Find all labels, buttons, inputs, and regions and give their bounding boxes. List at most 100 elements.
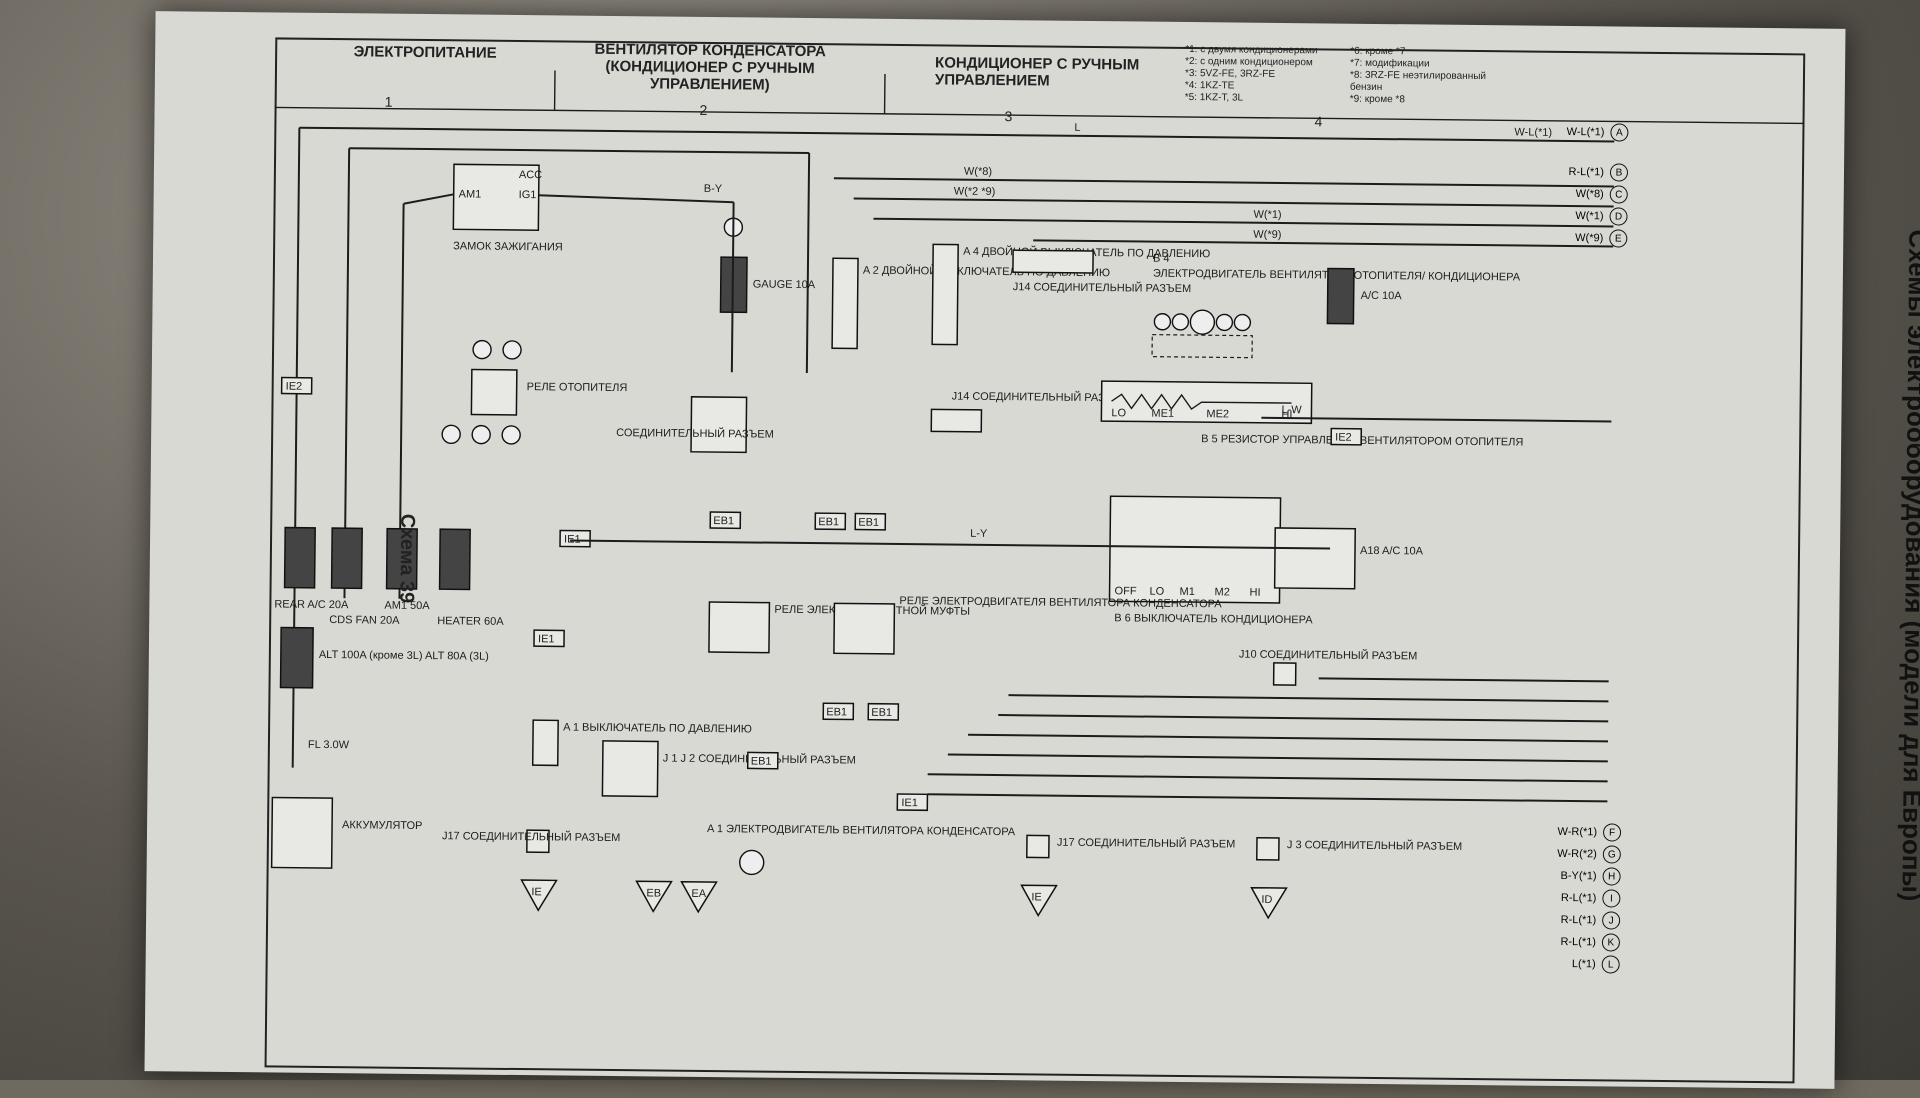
wire-tag-row: R-L(*1) K xyxy=(1526,931,1620,954)
j1j2-label: СОЕДИНИТЕЛЬНЫЙ РАЗЪЕМ xyxy=(616,426,774,441)
wire-tag-row: R-L(*1) I xyxy=(1526,887,1620,910)
wire-tag: L xyxy=(1602,955,1620,973)
wire-tag-row: W-R(*1) F xyxy=(1527,821,1621,844)
a1-switch-label: A 1 ВЫКЛЮЧАТЕЛЬ ПО ДАВЛЕНИЮ xyxy=(563,721,752,735)
wire-tag: C xyxy=(1610,185,1628,203)
wire-tag: G xyxy=(1603,845,1621,863)
ignition-switch-label: ЗАМОК ЗАЖИГАНИЯ xyxy=(453,240,563,253)
a1-pressure-switch xyxy=(533,720,558,765)
wire-tag-row: W(*1) D xyxy=(1533,205,1627,228)
magnetic-clutch-relay xyxy=(709,602,770,653)
connector-label: EB1 xyxy=(871,707,892,719)
connector-label: IE2 xyxy=(286,381,303,393)
a18-label: A18 A/C 10A xyxy=(1360,545,1424,558)
wire-tag: A xyxy=(1610,123,1628,141)
wire-color-label: W-R(*1) xyxy=(1527,826,1597,839)
wire-tag-row: L(*1) L xyxy=(1526,953,1620,976)
blower-motor xyxy=(1190,310,1214,334)
rear-ac-label: REAR A/C 20A xyxy=(274,598,349,611)
b5-label: B 5 РЕЗИСТОР УПРАВЛЕНИЯ ВЕНТИЛЯТОРОМ ОТО… xyxy=(1201,433,1523,448)
scheme-label: Схема 39 xyxy=(394,514,418,604)
connector-label: IE2 xyxy=(1335,432,1352,444)
j14-connector-top xyxy=(1013,250,1093,273)
wire-color-label: W-L(*1) xyxy=(1534,126,1604,139)
b4-label: B 4 xyxy=(1153,253,1170,265)
motor-terminal xyxy=(1234,314,1250,330)
ground-label: IE xyxy=(531,886,542,898)
wire-tag: J xyxy=(1602,911,1620,929)
alt-label: ALT 100A (кроме 3L) ALT 80A (3L) xyxy=(319,649,489,663)
connector-label: EB1 xyxy=(826,706,847,718)
a1-motor-label: A 1 ЭЛЕКТРОДВИГАТЕЛЬ ВЕНТИЛЯТОРА КОНДЕНС… xyxy=(707,823,1016,838)
connector-label: EB1 xyxy=(858,517,879,529)
alt-fuse xyxy=(281,628,314,688)
option-box xyxy=(1152,335,1252,358)
battery xyxy=(272,797,333,868)
connector-label: IE1 xyxy=(538,633,555,645)
wire-color-label: R-L(*1) xyxy=(1534,166,1604,179)
am1-label: AM1 xyxy=(459,188,482,200)
wire-tag: E xyxy=(1609,229,1627,247)
wire xyxy=(834,178,1614,186)
connector-pin xyxy=(442,425,460,443)
wire-tag: B xyxy=(1610,163,1628,181)
j17-connector-right xyxy=(1027,835,1049,857)
j3-connector xyxy=(1257,838,1279,860)
wire-tag-row: R-L(*1) B xyxy=(1534,161,1628,184)
a4-pressure-switch xyxy=(932,244,958,344)
motor-terminal xyxy=(1172,314,1188,330)
heater-relay-label: РЕЛЕ ОТОПИТЕЛЯ xyxy=(527,381,628,394)
ground-label: ID xyxy=(1261,894,1272,906)
fl-label: FL 3.0W xyxy=(308,739,350,751)
wire-tag: D xyxy=(1609,207,1627,225)
j1-j2-connector xyxy=(691,397,747,453)
connector-pin xyxy=(472,426,490,444)
heater-relay xyxy=(471,370,516,415)
switch-pos: LO xyxy=(1150,586,1165,598)
cds-fan-fuse xyxy=(332,528,363,588)
switch-pos: HI xyxy=(1250,587,1261,599)
wire-color-label: W-R(*2) xyxy=(1527,848,1597,861)
wire-tag: I xyxy=(1602,889,1620,907)
battery-label: АККУМУЛЯТОР xyxy=(342,819,422,832)
bus-wire xyxy=(299,128,1614,142)
wire-tag: F xyxy=(1603,823,1621,841)
switch-pos: M1 xyxy=(1180,586,1195,598)
wire xyxy=(1008,695,1608,701)
j3-label: J 3 СОЕДИНИТЕЛЬНЫЙ РАЗЪЕМ xyxy=(1287,838,1462,853)
a2-pressure-switch xyxy=(832,258,858,348)
j10-connector xyxy=(1274,663,1296,685)
wire-label: W(*1) xyxy=(1253,209,1281,221)
wire xyxy=(928,774,1608,781)
ground-label: EA xyxy=(691,888,706,900)
wire-color-label: L(*1) xyxy=(1526,958,1596,971)
j-connector-box xyxy=(602,741,658,797)
connector-label: EB1 xyxy=(818,516,839,528)
wire-color-label: W(*9) xyxy=(1533,232,1603,245)
ig1-label: IG1 xyxy=(519,189,537,201)
a18-ac-indicator xyxy=(1275,528,1356,589)
wire xyxy=(998,715,1608,721)
connector-pin xyxy=(502,426,520,444)
wire-label: W(*2 *9) xyxy=(954,186,996,198)
wire xyxy=(1319,678,1609,681)
wire-tag-row: W(*9) E xyxy=(1533,227,1627,250)
wire xyxy=(968,735,1608,742)
wire-label: L-Y xyxy=(970,528,988,540)
acc-label: ACC xyxy=(519,169,542,181)
am1-wire xyxy=(404,194,454,205)
wire-color-label: B-Y(*1) xyxy=(1527,870,1597,883)
wire-label: L-W xyxy=(1281,404,1302,416)
connector-pin xyxy=(503,341,521,359)
j14-connector-mid xyxy=(931,409,981,432)
motor-terminal xyxy=(1154,314,1170,330)
wire xyxy=(927,794,1607,801)
switch-pos: M2 xyxy=(1215,586,1230,598)
ac-fuse xyxy=(1327,268,1354,323)
connector-label: EB1 xyxy=(751,755,772,767)
j17a-label: J17 СОЕДИНИТЕЛЬНЫЙ РАЗЪЕМ xyxy=(442,829,621,844)
wire xyxy=(1033,240,1613,246)
ig1-wire xyxy=(539,195,734,202)
wire xyxy=(873,219,1613,227)
resistor-term: ME2 xyxy=(1206,408,1229,420)
